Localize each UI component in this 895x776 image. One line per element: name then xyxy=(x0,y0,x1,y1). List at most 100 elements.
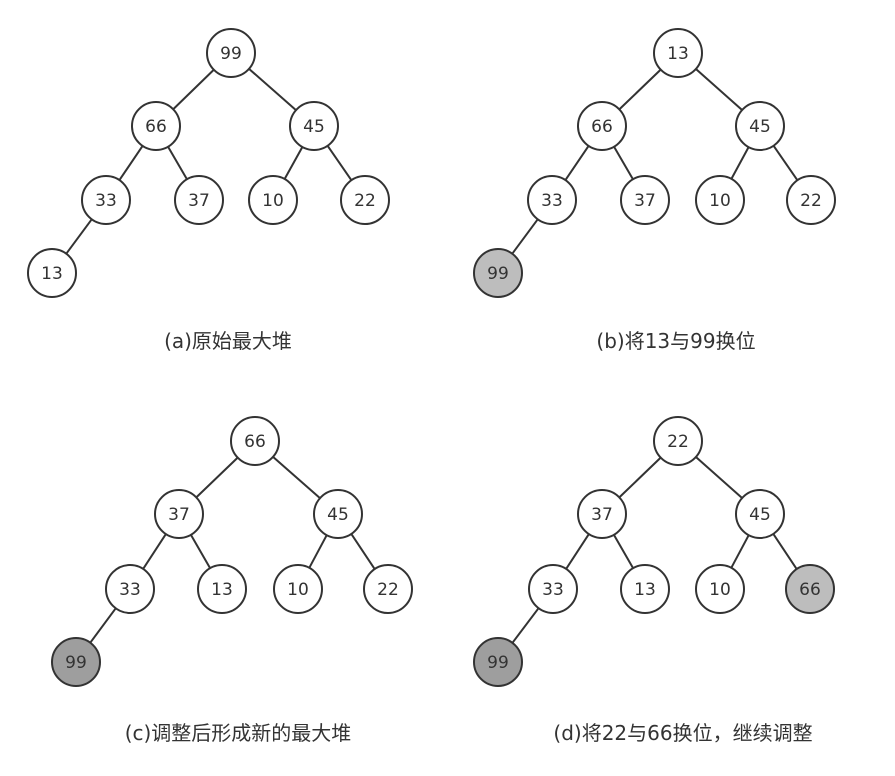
tree-node: 13 xyxy=(27,248,77,298)
tree-edge xyxy=(511,218,539,255)
node-circle xyxy=(695,564,745,614)
node-label: 13 xyxy=(41,264,63,284)
node-label: 99 xyxy=(65,653,87,673)
tree-node: 33 xyxy=(528,564,578,614)
tree-edge xyxy=(248,68,297,111)
tree-edge xyxy=(618,456,662,499)
node-circle xyxy=(273,564,323,614)
node-circle xyxy=(473,248,523,298)
node-label: 13 xyxy=(634,580,656,600)
tree-node: 37 xyxy=(174,175,224,225)
node-label: 37 xyxy=(634,191,656,211)
tree-node: 22 xyxy=(786,175,836,225)
tree-edge xyxy=(695,456,743,499)
panel-caption: (a)原始最大堆 xyxy=(164,329,292,353)
node-label: 22 xyxy=(667,432,689,452)
panel-caption: (c)调整后形成新的最大堆 xyxy=(125,721,352,745)
tree-edge xyxy=(565,533,590,570)
tree-node: 99 xyxy=(51,637,101,687)
node-circle xyxy=(197,564,247,614)
tree-node: 33 xyxy=(527,175,577,225)
tree-edge xyxy=(272,456,321,499)
node-circle xyxy=(313,489,363,539)
node-circle xyxy=(81,175,131,225)
node-label: 37 xyxy=(188,191,210,211)
tree-node: 37 xyxy=(620,175,670,225)
tree-edge xyxy=(730,146,750,180)
node-circle xyxy=(473,637,523,687)
tree-edge xyxy=(326,145,353,181)
tree-node: 99 xyxy=(473,637,523,687)
node-label: 33 xyxy=(542,580,564,600)
tree-edge xyxy=(350,533,376,570)
node-label: 22 xyxy=(354,191,376,211)
node-circle xyxy=(653,28,703,78)
node-label: 13 xyxy=(667,44,689,64)
node-circle xyxy=(620,564,670,614)
node-circle xyxy=(735,489,785,539)
node-circle xyxy=(620,175,670,225)
tree-node: 13 xyxy=(653,28,703,78)
node-label: 99 xyxy=(220,44,242,64)
node-label: 66 xyxy=(145,117,167,137)
node-circle xyxy=(51,637,101,687)
node-label: 45 xyxy=(327,505,349,525)
node-label: 33 xyxy=(119,580,141,600)
tree-node: 99 xyxy=(473,248,523,298)
node-label: 66 xyxy=(799,580,821,600)
tree-edge xyxy=(613,534,634,569)
tree-node: 66 xyxy=(230,416,280,466)
node-label: 13 xyxy=(211,580,233,600)
node-circle xyxy=(174,175,224,225)
node-circle xyxy=(363,564,413,614)
node-circle xyxy=(695,175,745,225)
tree-edge xyxy=(89,607,117,644)
node-circle xyxy=(248,175,298,225)
node-label: 10 xyxy=(709,580,731,600)
tree-edge xyxy=(613,146,634,180)
node-label: 22 xyxy=(377,580,399,600)
node-circle xyxy=(577,489,627,539)
node-circle xyxy=(785,564,835,614)
tree-edge xyxy=(65,218,93,255)
tree-node: 45 xyxy=(735,101,785,151)
tree-node: 33 xyxy=(105,564,155,614)
node-label: 33 xyxy=(541,191,563,211)
node-label: 10 xyxy=(709,191,731,211)
tree-edge xyxy=(172,69,215,110)
node-label: 66 xyxy=(591,117,613,137)
node-circle xyxy=(527,175,577,225)
tree-node: 10 xyxy=(695,175,745,225)
node-label: 10 xyxy=(287,580,309,600)
tree-node: 66 xyxy=(785,564,835,614)
tree-edge xyxy=(772,145,799,181)
tree-node: 99 xyxy=(206,28,256,78)
node-circle xyxy=(577,101,627,151)
tree-edge xyxy=(511,607,540,644)
tree-edge xyxy=(730,534,750,569)
tree-edge xyxy=(564,145,590,181)
tree-edge xyxy=(195,456,239,499)
tree-node: 45 xyxy=(735,489,785,539)
tree-edge xyxy=(618,68,662,111)
tree-node: 66 xyxy=(577,101,627,151)
tree-node: 37 xyxy=(577,489,627,539)
panel-caption: (b)将13与99换位 xyxy=(596,329,755,353)
node-circle xyxy=(340,175,390,225)
tree-edge xyxy=(190,534,211,569)
tree-edge xyxy=(283,146,304,180)
node-label: 45 xyxy=(303,117,325,137)
tree-edge xyxy=(118,145,144,181)
tree-node: 66 xyxy=(131,101,181,151)
tree-node: 45 xyxy=(289,101,339,151)
node-circle xyxy=(131,101,181,151)
node-circle xyxy=(528,564,578,614)
tree-edge xyxy=(308,534,328,569)
tree-edge xyxy=(695,68,743,111)
tree-node: 22 xyxy=(653,416,703,466)
node-circle xyxy=(289,101,339,151)
